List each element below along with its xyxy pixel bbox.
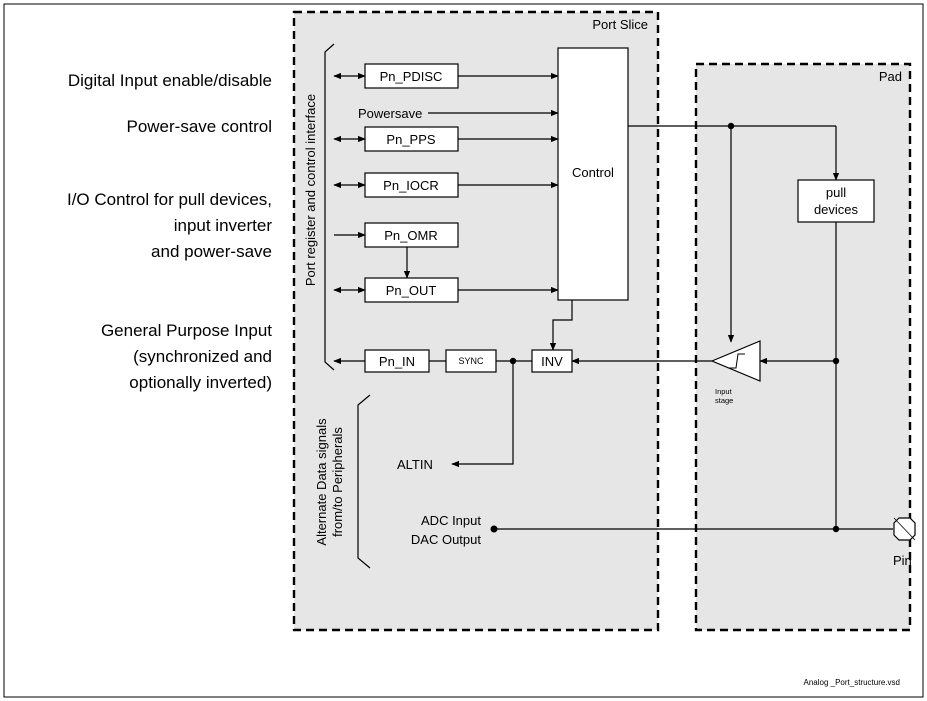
pn-iocr-block xyxy=(364,172,459,198)
alternate-bracket xyxy=(357,394,371,569)
pn-pps-block xyxy=(364,126,459,152)
port-register-bracket xyxy=(324,43,335,371)
input-stage-label-1: Input xyxy=(715,387,733,396)
pull-devices-label-1: pull xyxy=(826,185,846,200)
pad-label: Pad xyxy=(879,69,902,84)
powersave-label: Powersave xyxy=(358,106,422,121)
port-slice-label: Port Slice xyxy=(592,17,648,32)
altin-label: ALTIN xyxy=(397,457,433,472)
label-io-control-3: and power-save xyxy=(151,242,272,261)
adc-input-label: ADC Input xyxy=(421,513,481,528)
dac-output-label: DAC Output xyxy=(411,532,481,547)
pn-omr-label: Pn_OMR xyxy=(384,228,437,243)
schmitt-trigger-icon xyxy=(729,353,745,369)
pn-iocr-label: Pn_IOCR xyxy=(383,178,439,193)
port-register-label: Port register and control interface xyxy=(303,94,318,286)
input-stage-label-2: stage xyxy=(715,396,733,405)
label-gp-input-2: (synchronized and xyxy=(133,347,272,366)
pull-devices-label-2: devices xyxy=(814,202,859,217)
pad-region xyxy=(694,62,912,632)
alternate-label-1: Alternate Data signals xyxy=(314,418,329,546)
control-block xyxy=(557,47,629,301)
alternate-label-2: from/to Peripherals xyxy=(330,427,345,537)
label-gp-input-1: General Purpose Input xyxy=(101,321,272,340)
control-to-inv-arrow xyxy=(549,300,573,351)
label-io-control-2: input inverter xyxy=(174,216,273,235)
sync-label: SYNC xyxy=(458,356,484,366)
pin-icon-slash xyxy=(893,517,916,541)
inv-label: INV xyxy=(541,354,563,369)
label-gp-input-3: optionally inverted) xyxy=(129,373,272,392)
pn-pdisc-label: Pn_PDISC xyxy=(380,69,443,84)
pn-out-block xyxy=(364,277,459,303)
pn-out-label: Pn_OUT xyxy=(386,283,437,298)
filename-label: Analog _Port_structure.vsd xyxy=(804,678,901,687)
control-label: Control xyxy=(572,165,614,180)
label-powersave-control: Power-save control xyxy=(126,117,272,136)
pn-pps-label: Pn_PPS xyxy=(386,132,435,147)
label-io-control-1: I/O Control for pull devices, xyxy=(67,190,272,209)
pull-devices-block xyxy=(797,179,875,223)
label-digital-input: Digital Input enable/disable xyxy=(68,71,272,90)
altin-arrow xyxy=(451,361,514,468)
pn-in-label: Pn_IN xyxy=(379,354,415,369)
pin-label: Pin xyxy=(893,553,912,568)
